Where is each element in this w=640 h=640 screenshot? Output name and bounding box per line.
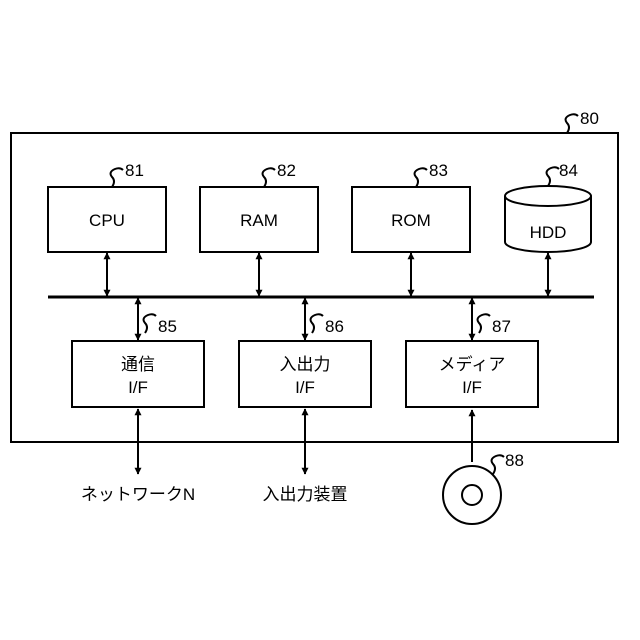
disc-ref: 88 <box>505 451 524 470</box>
comm-if-label-line1: 通信 <box>121 355 155 374</box>
comm-if-ref: 85 <box>158 317 177 336</box>
io-if-ref: 86 <box>325 317 344 336</box>
rom-label: ROM <box>391 211 431 230</box>
media-if-block <box>406 341 538 407</box>
ram-ref: 82 <box>277 161 296 180</box>
computer-leader <box>566 114 578 133</box>
io-device-label: 入出力装置 <box>263 485 348 504</box>
ram-label: RAM <box>240 211 278 230</box>
hdd-cylinder <box>505 186 591 252</box>
hdd-ref: 84 <box>559 161 578 180</box>
media-if-label-line1: メディア <box>439 354 506 374</box>
rom-ref: 83 <box>429 161 448 180</box>
io-if-block <box>239 341 371 407</box>
disc-icon <box>443 466 501 524</box>
cpu-label: CPU <box>89 211 125 230</box>
io-if-label-line2: I/F <box>295 378 315 397</box>
disc-leader <box>492 455 504 474</box>
cpu-ref: 81 <box>125 161 144 180</box>
comm-if-label-line2: I/F <box>128 378 148 397</box>
hdd-label: HDD <box>530 223 567 242</box>
io-if-label-line1: 入出力 <box>280 355 331 374</box>
computer-ref: 80 <box>580 109 599 128</box>
media-if-label-line2: I/F <box>462 378 482 397</box>
comm-if-block <box>72 341 204 407</box>
media-if-ref: 87 <box>492 317 511 336</box>
network-label: ネットワークN <box>81 485 195 504</box>
